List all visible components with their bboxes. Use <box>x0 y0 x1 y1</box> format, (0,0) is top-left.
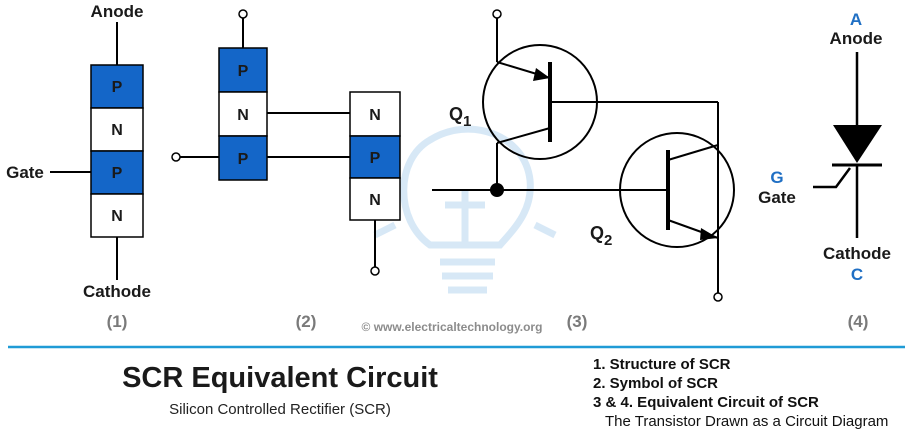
fig2-right-n2 <box>349 177 401 221</box>
legend-item-2: 2. Symbol of SCR <box>593 375 719 392</box>
fig2-two-transistor-model: P N P N P N (2) <box>171 9 401 331</box>
legend-item-3: 3 & 4. Equivalent Circuit of SCR <box>593 394 819 411</box>
fig4-a-label: A <box>850 10 862 29</box>
fig1-layer-n1-label: N <box>111 122 123 139</box>
fig2-left-n-label: N <box>237 107 249 124</box>
fig2-left-p1-label: P <box>238 63 249 80</box>
fig1-number: (1) <box>107 312 128 331</box>
fig1-anode-label: Anode <box>91 2 144 21</box>
legend-list: 1. Structure of SCR 2. Symbol of SCR 3 &… <box>593 355 888 431</box>
lightbulb-watermark-icon <box>373 125 557 294</box>
fig2-number: (2) <box>296 312 317 331</box>
fig2-right-n1-label: N <box>369 107 381 124</box>
q1-emitter-arrow <box>533 68 550 81</box>
q2-emitter-arrow <box>700 228 718 240</box>
fig3-transistor-circuit <box>432 9 735 302</box>
fig4-g-label: G <box>770 168 783 187</box>
fig2-right-n1 <box>349 91 401 137</box>
q1-label: Q1 <box>449 104 471 130</box>
fig3-number: (3) <box>567 312 588 331</box>
fig1-scr-structure: Anode Gate Cathode P N P N (1) <box>6 2 151 331</box>
legend-note: The Transistor Drawn as a Circuit Diagra… <box>605 413 889 430</box>
q2-label: Q2 <box>590 223 612 249</box>
scr-diode-triangle <box>833 125 882 163</box>
fig2-right-p-label: P <box>370 150 381 167</box>
fig1-cathode-label: Cathode <box>83 282 151 301</box>
fig3-junction-dot <box>490 183 504 197</box>
fig4-gate-label: Gate <box>758 188 796 207</box>
fig4-cathode-label: Cathode <box>823 244 891 263</box>
fig1-gate-label: Gate <box>6 163 44 182</box>
page-subtitle: Silicon Controlled Rectifier (SCR) <box>169 401 391 418</box>
fig2-right-p <box>349 135 401 179</box>
fig1-layer-n2-label: N <box>111 208 123 225</box>
watermark-text: © www.electricaltechnology.org <box>362 320 543 334</box>
fig2-right-n2-label: N <box>369 192 381 209</box>
fig4-c-label: C <box>851 265 863 284</box>
fig1-layer-p1-label: P <box>112 79 123 96</box>
fig1-layer-p2-label: P <box>112 165 123 182</box>
page-title: SCR Equivalent Circuit <box>122 362 438 394</box>
legend-item-1: 1. Structure of SCR <box>593 356 731 373</box>
fig2-left-p2-label: P <box>238 151 249 168</box>
fig4-scr-symbol: A Anode G Gate Cathode C (4) <box>758 10 891 331</box>
fig4-number: (4) <box>848 312 869 331</box>
fig2-left-n <box>218 91 268 137</box>
fig1-layer-p1 <box>90 64 144 109</box>
fig4-anode-label: Anode <box>830 29 883 48</box>
